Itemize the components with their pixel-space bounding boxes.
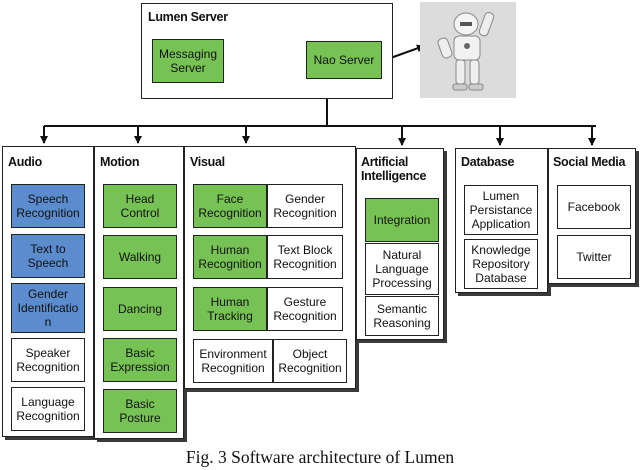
human-tracking-box: Human Tracking <box>193 287 267 331</box>
robot-icon <box>420 2 516 98</box>
nao-robot-photo <box>420 2 516 98</box>
language-recognition-box: Language Recognition <box>11 387 85 431</box>
human-recognition-box: Human Recognition <box>193 235 267 279</box>
lumen-server-panel: Lumen Server Messaging Server Nao Server <box>141 3 393 99</box>
figure-caption: Fig. 3 Software architecture of Lumen <box>185 447 455 467</box>
twitter-box: Twitter <box>557 235 631 279</box>
facebook-box: Facebook <box>557 185 631 229</box>
text-block-recognition-box: Text Block Recognition <box>267 235 343 279</box>
face-recognition-box: Face Recognition <box>193 184 267 228</box>
gender-recognition-box: Gender Recognition <box>267 184 343 228</box>
database-title: Database <box>461 155 515 169</box>
lumen-persistance-application-box: Lumen Persistance Application <box>464 185 538 235</box>
database-panel: Database Lumen Persistance Application K… <box>455 148 548 293</box>
motion-title: Motion <box>100 155 140 169</box>
walking-box: Walking <box>103 235 177 279</box>
natural-language-processing-box: Natural Language Processing <box>365 243 439 295</box>
audio-title: Audio <box>8 155 42 169</box>
basic-expression-box: Basic Expression <box>103 338 177 382</box>
speech-recognition-box: Speech Recognition <box>11 184 85 228</box>
knowledge-repository-database-box: Knowledge Repository Database <box>464 239 538 289</box>
gender-identification-box: Gender Identificatio n <box>11 283 85 333</box>
semantic-reasoning-box: Semantic Reasoning <box>365 296 439 336</box>
ai-panel: Artificial Intelligence Integration Natu… <box>356 148 444 340</box>
integration-box: Integration <box>365 198 439 242</box>
text-to-speech-box: Text to Speech <box>11 234 85 278</box>
dancing-box: Dancing <box>103 287 177 331</box>
head-control-box: Head Control <box>103 184 177 228</box>
visual-panel: Visual Face Recognition Gender Recogniti… <box>184 146 356 389</box>
visual-title: Visual <box>190 155 225 169</box>
gesture-recognition-box: Gesture Recognition <box>267 287 343 331</box>
object-recognition-box: Object Recognition <box>273 339 347 383</box>
basic-posture-box: Basic Posture <box>103 389 177 433</box>
speaker-recognition-box: Speaker Recognition <box>11 338 85 382</box>
social-media-panel: Social Media Facebook Twitter <box>548 148 636 284</box>
motion-panel: Motion Head Control Walking Dancing Basi… <box>94 146 184 439</box>
environment-recognition-box: Environment Recognition <box>193 339 273 383</box>
audio-panel: Audio Speech Recognition Text to Speech … <box>2 146 94 437</box>
messaging-server-box: Messaging Server <box>152 39 224 83</box>
nao-server-box: Nao Server <box>306 41 382 79</box>
ai-title: Artificial Intelligence <box>361 155 427 183</box>
social-media-title: Social Media <box>553 155 626 169</box>
lumen-server-title: Lumen Server <box>148 10 228 24</box>
